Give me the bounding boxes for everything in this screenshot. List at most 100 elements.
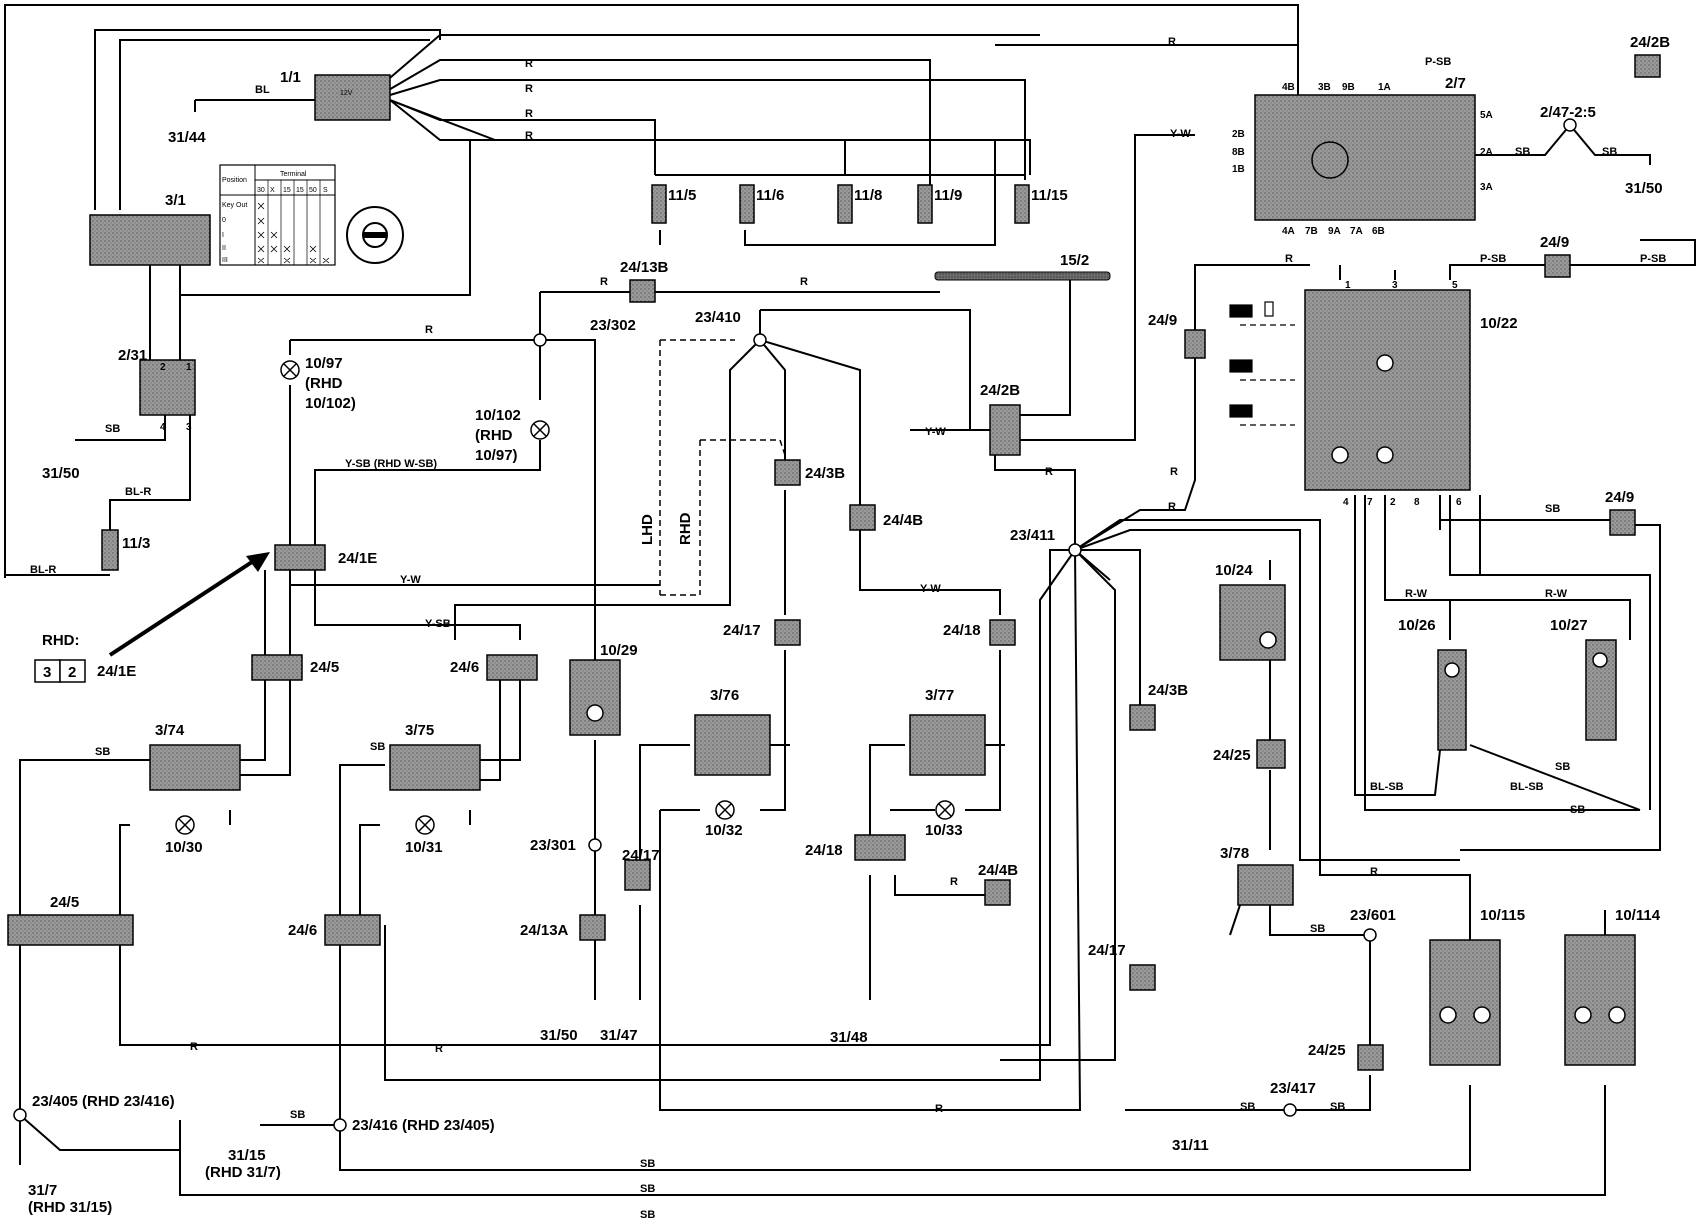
wire-code: SB xyxy=(640,1158,655,1170)
wire-code: SB xyxy=(1240,1101,1255,1113)
fuse-11-8-label: 11/8 xyxy=(854,187,882,204)
lamp-10-102-note: (RHD xyxy=(475,427,513,444)
lamp-10-31 xyxy=(415,815,435,835)
lamp-10-97 xyxy=(280,360,300,380)
lamp-10-31-label: 10/31 xyxy=(405,839,443,856)
pin-2: 2 xyxy=(1390,497,1396,508)
switch-3-74: 3/74 xyxy=(149,722,241,791)
wire-code: R-W xyxy=(1545,588,1568,600)
lamp-10-33 xyxy=(935,800,955,820)
lamp-10-27-label: 10/27 xyxy=(1550,617,1588,634)
wire-code: SB xyxy=(290,1109,305,1121)
fuse-11-15-label: 11/15 xyxy=(1031,187,1068,204)
ground-31-50-a-label: 31/50 xyxy=(42,465,80,482)
ground-31-11-label: 31/11 xyxy=(1172,1137,1209,1154)
module-2-7-label: 2/7 xyxy=(1445,75,1466,92)
wire-code: Y-W xyxy=(925,426,946,438)
terminal-s: S xyxy=(323,187,328,194)
rhd-arrow xyxy=(108,552,270,657)
wire-code: P-SB xyxy=(1480,253,1506,265)
pin-6: 6 xyxy=(1456,497,1462,508)
lamp-10-27: 10/27 xyxy=(1550,617,1617,741)
wire-code: SB xyxy=(1602,146,1617,158)
pin-5: 5 xyxy=(1452,280,1458,291)
ground-2-47: 2/47-2:5 xyxy=(1475,104,1651,165)
pin-5a: 5A xyxy=(1480,110,1493,121)
connector-24-4b-a-label: 24/4B xyxy=(883,512,923,529)
pin-6b: 6B xyxy=(1372,226,1385,237)
ground-2-47-label: 2/47-2:5 xyxy=(1540,104,1596,121)
pin-3b: 3B xyxy=(1318,82,1331,93)
rhd-note-pin-3: 3 xyxy=(43,664,51,681)
lamp-10-97-label: 10/97 xyxy=(305,355,343,372)
lamp-10-32-label: 10/32 xyxy=(705,822,743,839)
connector-24-25-a-label: 24/25 xyxy=(1213,747,1251,764)
connector-24-5-bot-label: 24/5 xyxy=(50,894,79,911)
splice-23-302-label: 23/302 xyxy=(590,317,636,334)
fuse-11-3-label: 11/3 xyxy=(122,535,150,552)
wire-code: Y-W xyxy=(400,574,421,586)
svg-text:1: 1 xyxy=(186,362,192,373)
svg-text:3: 3 xyxy=(186,422,192,433)
pin-4: 4 xyxy=(1343,497,1349,508)
switch-3-77: 3/77 xyxy=(909,687,986,776)
ground-31-47-label: 31/47 xyxy=(600,1027,638,1044)
lhd-rhd-dashed-lines xyxy=(659,339,786,596)
table-header-terminal: Terminal xyxy=(280,171,307,178)
pin-8: 8 xyxy=(1414,497,1420,508)
switch-3-77-label: 3/77 xyxy=(925,687,954,704)
lamp-10-102-label: 10/102 xyxy=(475,407,521,424)
region-lhd-label: LHD xyxy=(639,514,656,545)
connector-24-9-right-label: 24/9 xyxy=(1605,489,1634,506)
wire-code: BL-SB xyxy=(1370,781,1404,793)
lamp-10-115: 10/115 xyxy=(1429,907,1525,1066)
wire-code: SB xyxy=(1330,1101,1345,1113)
wire-code: R xyxy=(1370,866,1378,878)
busbar-label: 15/2 xyxy=(1060,252,1089,269)
pin-9a: 9A xyxy=(1328,226,1341,237)
connector-24-2b-mid-label: 24/2B xyxy=(980,382,1020,399)
battery-label: 1/1 xyxy=(280,69,301,86)
connector-24-1e-label: 24/1E xyxy=(338,550,377,567)
row-key-out: Key Out xyxy=(222,202,247,209)
svg-text:2: 2 xyxy=(160,362,166,373)
lamp-10-97-note: (RHD xyxy=(305,375,343,392)
connector-24-13a-label: 24/13A xyxy=(520,922,569,939)
lamps xyxy=(175,360,955,835)
connector-24-17-c-label: 24/17 xyxy=(1088,942,1126,959)
wire-code: BL-R xyxy=(125,486,151,498)
wires xyxy=(4,4,1696,1196)
terminal-50: 50 xyxy=(309,187,317,194)
lamp-10-114: 10/114 xyxy=(1564,907,1661,1066)
region-labels: LHD RHD xyxy=(639,512,694,545)
wire-code: P-SB xyxy=(1425,56,1451,68)
wire-code: R xyxy=(425,324,433,336)
light-symbols-10-22 xyxy=(1229,301,1295,426)
lamp-10-32 xyxy=(715,800,735,820)
fuse-row: 11/5 11/6 11/8 11/9 11/15 xyxy=(651,184,1068,224)
fuse-11-5: 11/5 xyxy=(651,184,696,224)
row-iii: III xyxy=(222,257,228,264)
splice-23-410-label: 23/410 xyxy=(695,309,741,326)
pin-7b: 7B xyxy=(1305,226,1318,237)
fuse-11-6-label: 11/6 xyxy=(756,187,784,204)
connector-24-3b-b-label: 24/3B xyxy=(1148,682,1188,699)
switch-10-22-label: 10/22 xyxy=(1480,315,1518,332)
rhd-note-title: RHD: xyxy=(42,632,80,649)
pin-8b: 8B xyxy=(1232,147,1245,158)
connector-24-13b-label: 24/13B xyxy=(620,259,669,276)
ground-31-48-label: 31/48 xyxy=(830,1029,868,1046)
battery-1-1: 12V 1/1 xyxy=(280,69,391,121)
connector-24-18-b-label: 24/18 xyxy=(805,842,843,859)
switch-10-22: 10/22 1 3 5 4 7 2 8 6 xyxy=(1304,280,1518,508)
wire-code: P-SB xyxy=(1640,253,1666,265)
connector-24-4b-b-label: 24/4B xyxy=(978,862,1018,879)
splice-23-416-label: 23/416 (RHD 23/405) xyxy=(352,1117,495,1134)
lamp-10-102 xyxy=(530,420,550,440)
connector-24-9-left-label: 24/9 xyxy=(1148,312,1177,329)
pin-7: 7 xyxy=(1367,497,1373,508)
lamp-10-26: 10/26 xyxy=(1398,617,1467,751)
ignition-position-table: Position Terminal 30 X 15 15 50 S Key Ou… xyxy=(219,164,336,266)
